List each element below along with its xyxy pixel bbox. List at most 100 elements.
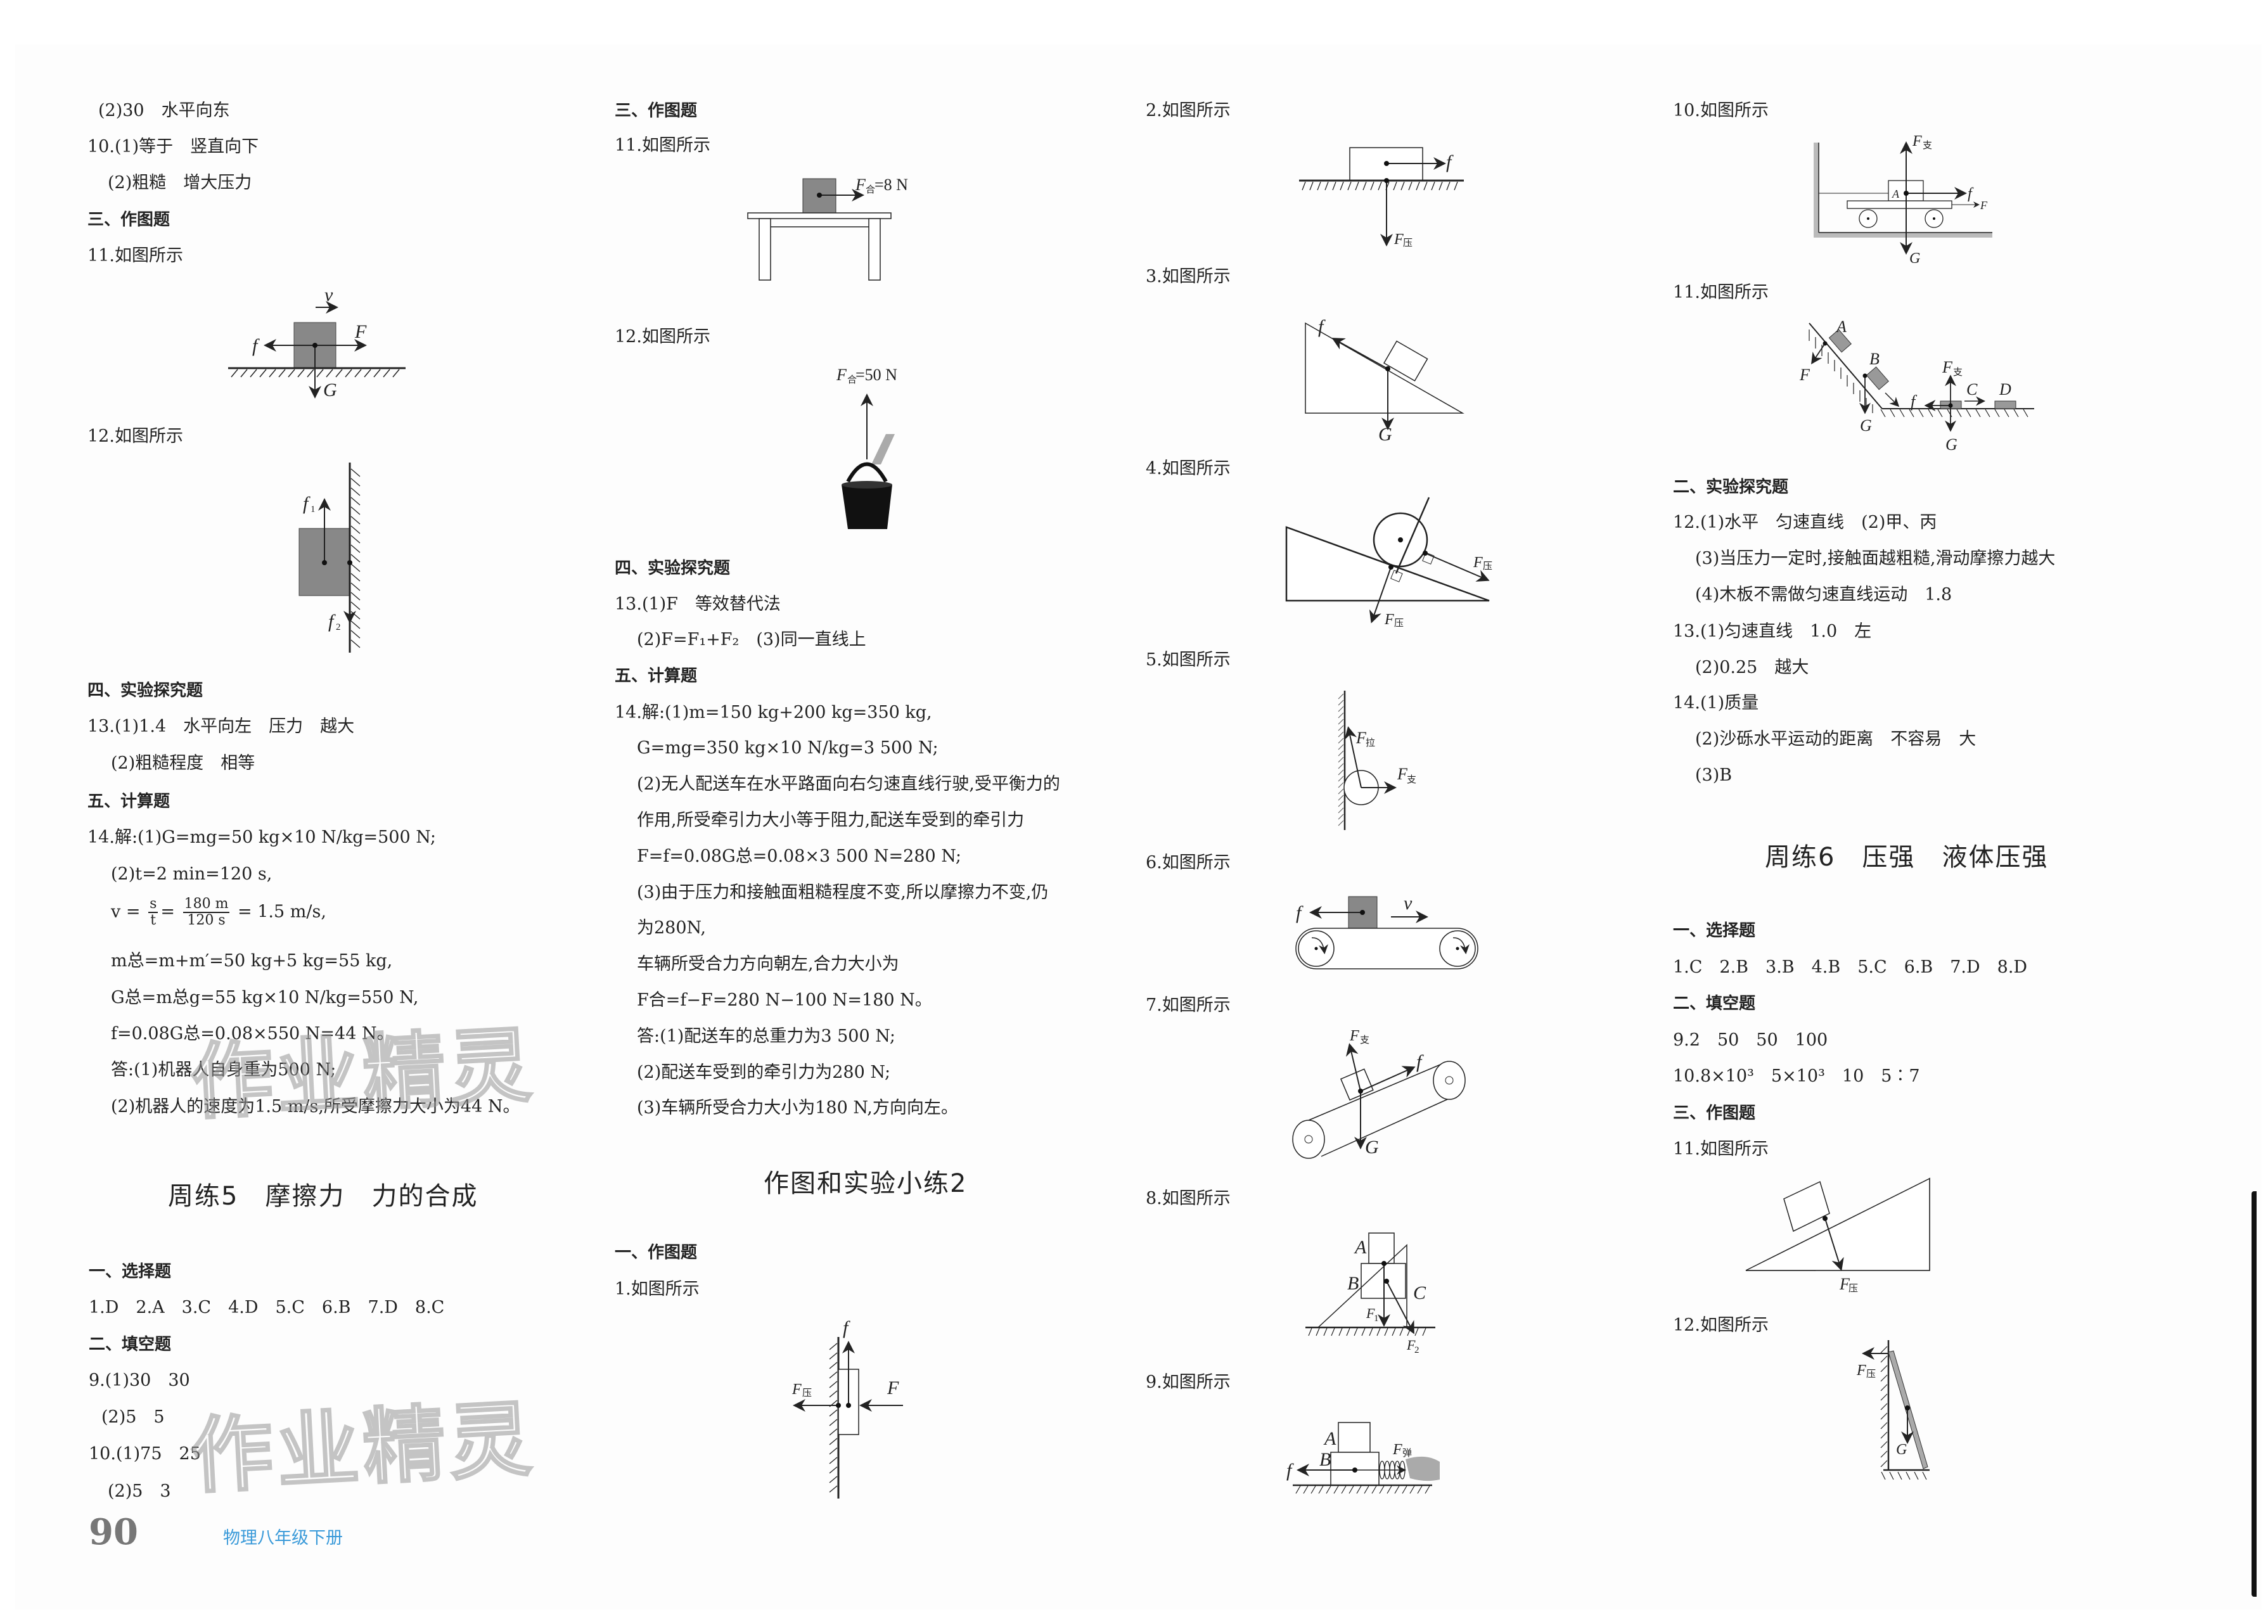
- section-heading: 三、作图题: [1673, 1104, 1756, 1123]
- answer-line: 10.(1)75 25: [89, 1444, 201, 1464]
- answer-line: 12.(1)水平 匀速直线 (2)甲、丙: [1673, 513, 1937, 532]
- question-label: 10.如图所示: [1673, 101, 1769, 120]
- svg-text:压: 压: [1848, 1283, 1858, 1294]
- svg-text:1: 1: [1374, 1314, 1379, 1324]
- calc-line: (2)机器人的速度为1.5 m/s,所受摩擦力大小为44 N。: [111, 1097, 520, 1116]
- svg-text:A: A: [1323, 1428, 1336, 1449]
- calc-line: G=mg=350 kg×10 N/kg=3 500 N;: [637, 738, 939, 758]
- svg-text:2: 2: [1414, 1345, 1419, 1355]
- svg-text:支: 支: [1407, 774, 1416, 785]
- calc-line: G总=m总g=55 kg×10 N/kg=550 N,: [111, 988, 419, 1007]
- svg-text:f: f: [303, 493, 311, 514]
- svg-text:弹: 弹: [1402, 1448, 1412, 1459]
- calc-line: f=0.08G总=0.08×550 N=44 N。: [111, 1024, 394, 1044]
- svg-text:f: f: [252, 335, 260, 356]
- answer-line: (2)F=F₁+F₂ (3)同一直线上: [637, 630, 866, 649]
- calc-line: 作用,所受牵引力大小等于阻力,配送车受到的牵引力: [637, 810, 1025, 830]
- week5-title: 周练5 摩擦力 力的合成: [168, 1182, 478, 1211]
- svg-text:F: F: [1397, 765, 1408, 783]
- question-label: 7.如图所示: [1146, 995, 1231, 1015]
- svg-text:A: A: [1892, 188, 1900, 200]
- svg-text:G: G: [1365, 1137, 1379, 1158]
- svg-text:F: F: [1839, 1275, 1850, 1293]
- practice2-title: 作图和实验小练2: [764, 1169, 968, 1198]
- section-heading: 一、选择题: [1673, 921, 1756, 940]
- section-heading: 五、计算题: [87, 792, 170, 811]
- svg-text:f: f: [1968, 186, 1974, 202]
- svg-text:F: F: [1473, 554, 1483, 571]
- svg-text:2: 2: [336, 622, 341, 632]
- answer-line: 9.(1)30 30: [89, 1371, 190, 1390]
- calc-line: (2)无人配送车在水平路面向右匀速直线行驶,受平衡力的: [637, 774, 1060, 794]
- question-label: 11.如图所示: [87, 246, 183, 265]
- svg-text:C: C: [1413, 1282, 1426, 1303]
- svg-text:A: A: [1835, 317, 1847, 336]
- question-label: 12.如图所示: [615, 327, 710, 347]
- answer-line: (2)粗糙 增大压力: [108, 173, 252, 193]
- svg-text:G: G: [1909, 250, 1920, 267]
- svg-text:F: F: [1856, 1362, 1866, 1379]
- svg-text:G: G: [1896, 1442, 1907, 1458]
- svg-text:F: F: [887, 1378, 899, 1398]
- svg-text:B: B: [1347, 1273, 1359, 1294]
- watermark: 作业精灵: [187, 1016, 538, 1132]
- answer-key-spread: [15, 44, 2262, 1609]
- answer-line: (2)0.25 越大: [1695, 658, 1809, 677]
- svg-text:F: F: [1406, 1337, 1416, 1353]
- answer-line: (2)30 水平向东: [98, 101, 230, 120]
- svg-text:f: f: [328, 611, 336, 632]
- svg-text:压: 压: [1483, 561, 1492, 572]
- calc-line: (2)t=2 min=120 s,: [111, 864, 272, 884]
- answer-line: 13.(1)匀速直线 1.0 左: [1673, 622, 1872, 641]
- svg-text:F: F: [855, 176, 866, 194]
- figure-table-block: F 合 =8 N: [747, 146, 982, 313]
- calc-line: F合=f−F=280 N−100 N=180 N。: [637, 990, 932, 1010]
- section-heading: 二、实验探究题: [1673, 478, 1789, 497]
- svg-text:B: B: [1319, 1449, 1331, 1470]
- section-heading: 五、计算题: [615, 667, 698, 686]
- svg-text:F: F: [836, 366, 847, 384]
- svg-text:F: F: [1799, 366, 1810, 384]
- svg-text:1: 1: [311, 504, 316, 515]
- svg-text:f: f: [1446, 151, 1454, 172]
- section-heading: 四、实验探究题: [87, 681, 203, 700]
- question-label: 9.如图所示: [1146, 1372, 1231, 1392]
- svg-text:C: C: [1966, 380, 1978, 399]
- svg-text:F: F: [1384, 611, 1394, 628]
- svg-text:f: f: [843, 1317, 850, 1338]
- svg-text:拉: 拉: [1366, 738, 1375, 748]
- question-label: 11.如图所示: [1673, 283, 1769, 302]
- svg-text:G: G: [1945, 435, 1957, 454]
- section-heading: 三、作图题: [87, 210, 170, 229]
- calc-line: (3)由于压力和接触面粗糙程度不变,所以摩擦力不变,仍: [637, 883, 1049, 902]
- svg-text:压: 压: [1866, 1369, 1876, 1379]
- answer-line: 14.(1)质量: [1673, 693, 1759, 713]
- answer-line: 13.(1)F 等效替代法: [615, 594, 781, 614]
- svg-text:F: F: [354, 321, 367, 342]
- answer-line: (2)粗糙程度 相等: [111, 753, 255, 773]
- svg-text:F: F: [1980, 199, 1988, 212]
- answer-line: (2)5 5: [101, 1407, 165, 1427]
- svg-text:A: A: [1354, 1237, 1367, 1258]
- choice-answers: 1.D 2.A 3.C 4.D 5.C 6.B 7.D 8.C: [89, 1298, 445, 1317]
- answer-line: (3)当压力一定时,接触面越粗糙,滑动摩擦力越大: [1695, 549, 2056, 568]
- svg-text:F: F: [1355, 729, 1367, 747]
- svg-text:F: F: [791, 1381, 802, 1398]
- svg-text:G: G: [1860, 416, 1872, 435]
- calc-line: (3)车辆所受合力大小为180 N,方向向左。: [637, 1098, 958, 1118]
- svg-text:支: 支: [1923, 140, 1932, 151]
- svg-text:f: f: [1911, 392, 1918, 411]
- svg-text:=50 N: =50 N: [855, 366, 897, 384]
- svg-text:F: F: [1912, 133, 1922, 150]
- section-heading: 四、实验探究题: [615, 559, 731, 578]
- answer-line: 13.(1)1.4 水平向左 压力 越大: [87, 717, 355, 736]
- svg-text:D: D: [1999, 380, 2011, 399]
- figure-bucket: F 合 =50 N: [811, 358, 951, 538]
- calc-line: 为280N,: [637, 918, 707, 938]
